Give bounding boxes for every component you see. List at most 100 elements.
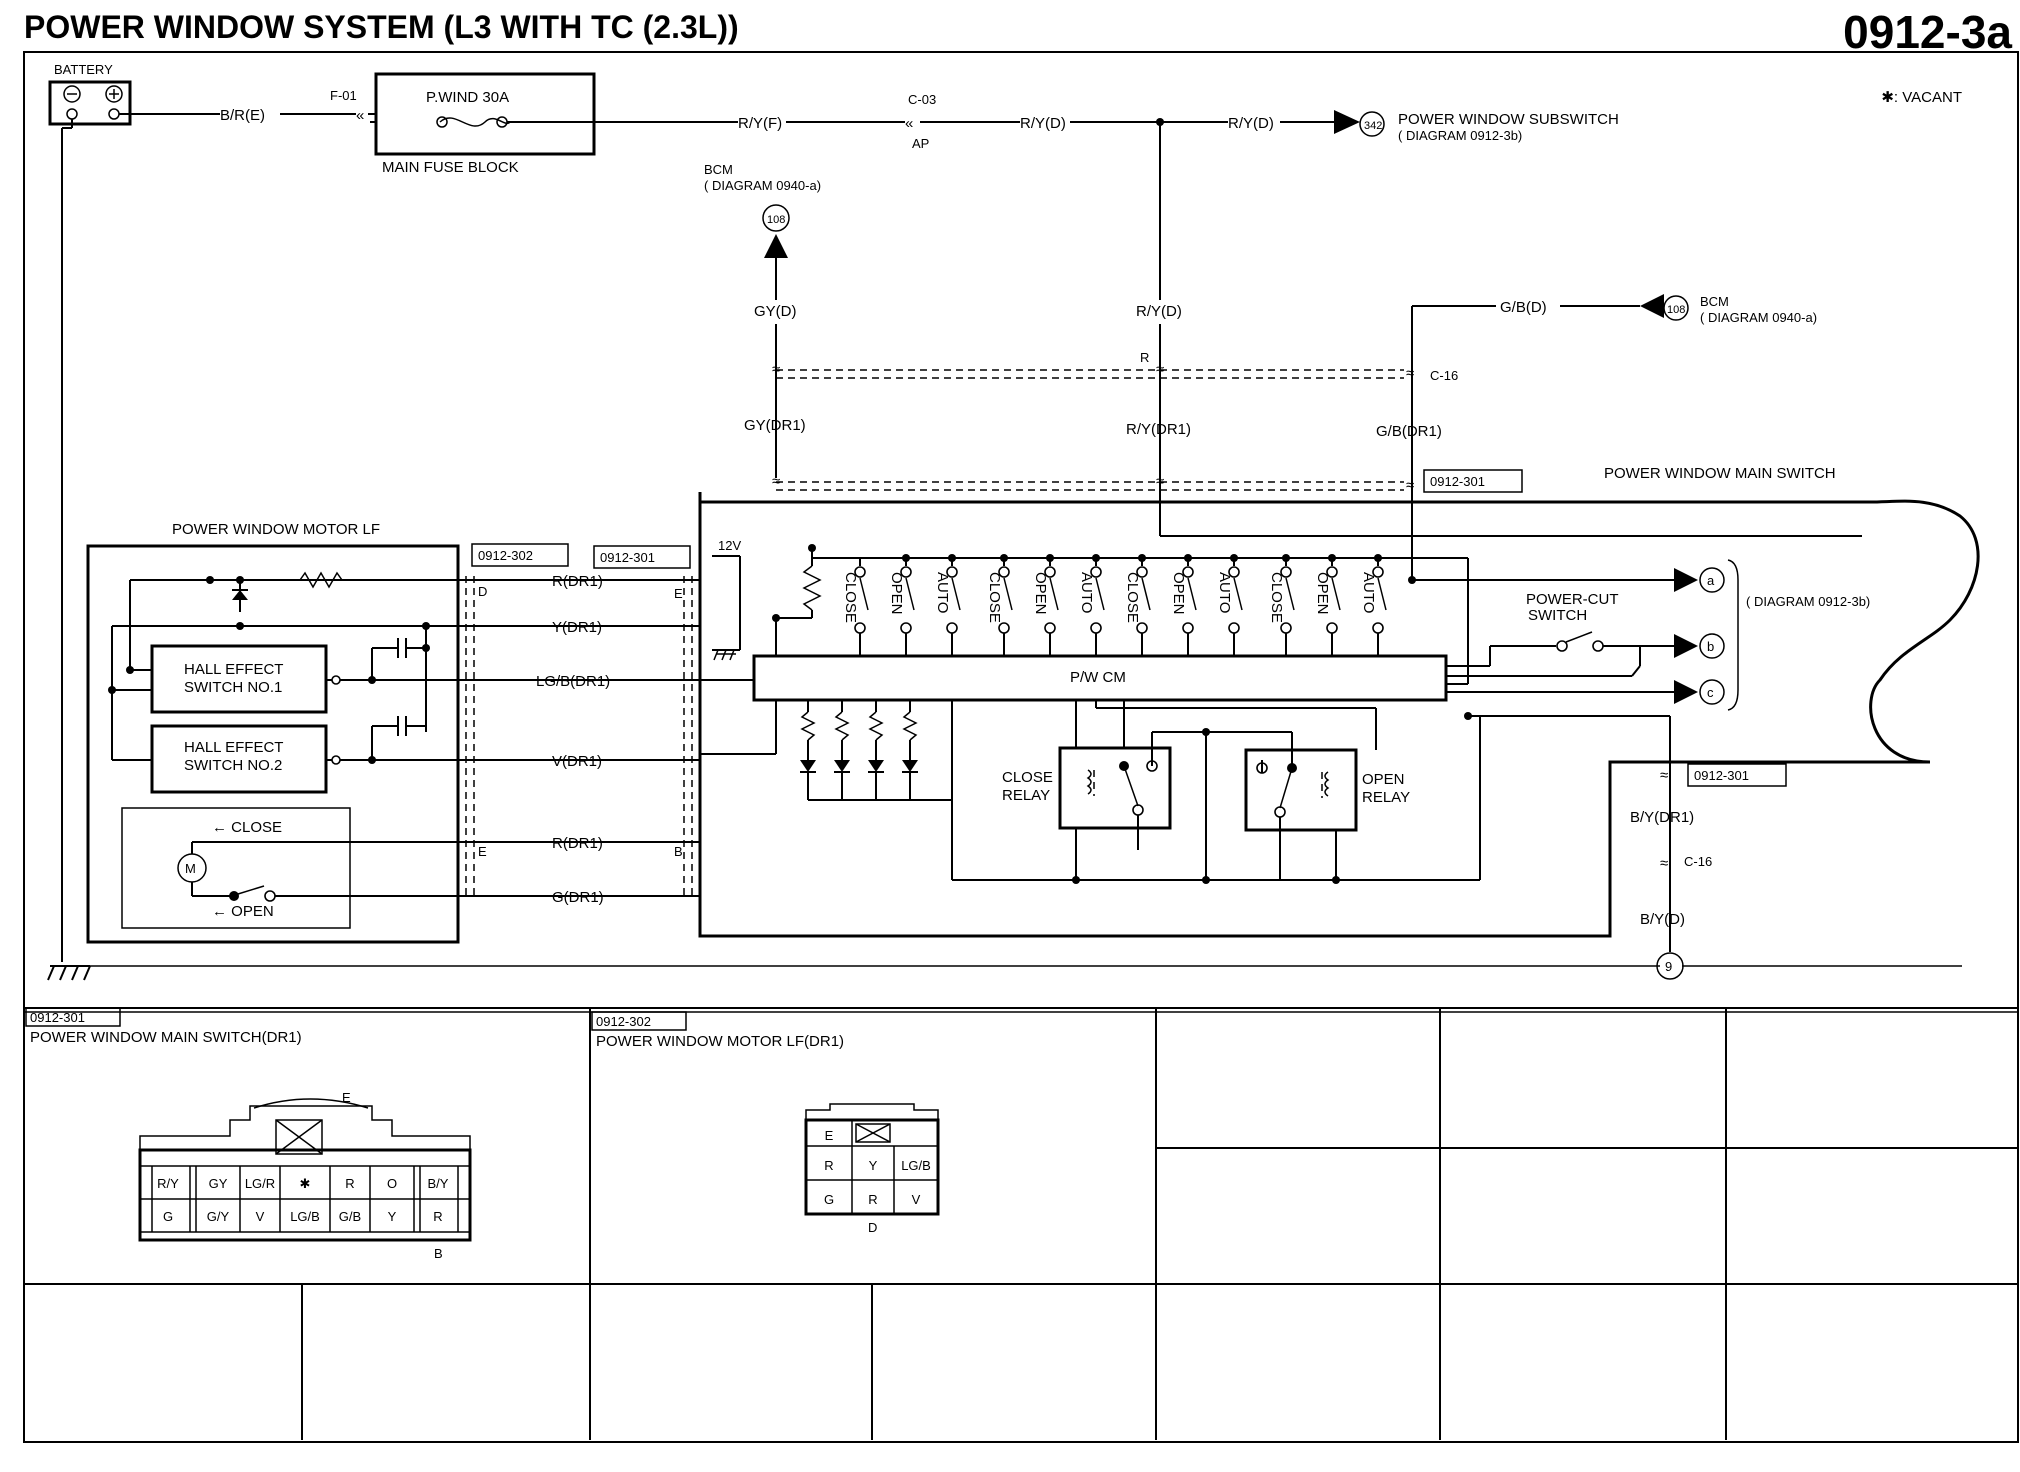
ground-9: 9 — [1665, 959, 1672, 974]
power-window-main-switch — [698, 492, 1980, 938]
connector-ap: AP — [912, 136, 929, 151]
outputs-ref: ( DIAGRAM 0912-3b) — [1746, 594, 1870, 609]
wire-y-dr1: Y(DR1) — [552, 619, 602, 636]
sw-open-4: OPEN — [1314, 572, 1331, 615]
wire-r-y-d-1: R/Y(D) — [1020, 115, 1066, 132]
conn2-pin-1-1: R — [824, 1158, 833, 1173]
svg-text:≈: ≈ — [772, 473, 780, 490]
pin-2-1: G — [163, 1209, 173, 1224]
conn2-pin-2-2: R — [868, 1192, 877, 1207]
connector-0912-301-a: 0912-301 — [1430, 474, 1485, 489]
connector-c03: C-03 — [908, 92, 936, 107]
power-cut-label: POWER-CUT — [1526, 591, 1619, 608]
connector-f01: F-01 — [330, 88, 357, 103]
main-fuse-block-label: MAIN FUSE BLOCK — [382, 159, 519, 176]
wire-b-y-dr1: B/Y(DR1) — [1630, 809, 1694, 826]
switch-set-3: CLOSE OPEN AUTO — [1124, 558, 1243, 656]
conn1-label-e: E — [342, 1090, 351, 1105]
wire-r-dr1-a: R(DR1) — [552, 573, 603, 590]
sw-auto-1: AUTO — [934, 572, 951, 613]
sw-close-3: CLOSE — [1124, 572, 1141, 623]
conn1-label-b: B — [434, 1246, 443, 1261]
motor-unit — [121, 807, 351, 929]
motor-lf-connector — [804, 1103, 940, 1216]
motor-m: M — [185, 861, 196, 876]
subswitch-ref: ( DIAGRAM 0912-3b) — [1398, 128, 1522, 143]
bcm-label-2: BCM — [1700, 294, 1729, 309]
motor-close-label: ← CLOSE — [212, 819, 282, 836]
wire-r-y-d-2: R/Y(D) — [1228, 115, 1274, 132]
hall-1-label-1: HALL EFFECT — [184, 661, 283, 678]
sw-auto-4: AUTO — [1360, 572, 1377, 613]
conn2-label-d: D — [868, 1220, 877, 1235]
arrow-bcm-left — [1640, 294, 1664, 318]
hall-1-label-2: SWITCH NO.1 — [184, 679, 282, 696]
svg-text:≈: ≈ — [772, 361, 780, 378]
close-relay-label-1: CLOSE — [1002, 769, 1053, 786]
wire-gy-d: GY(D) — [754, 303, 797, 320]
pin-2-5: G/B — [339, 1209, 361, 1224]
pw-cm-label: P/W CM — [1070, 669, 1126, 686]
pin-1-2: GY — [209, 1176, 228, 1191]
wire-lg-b-dr1: LG/B(DR1) — [536, 673, 610, 690]
connector-c16-a: C-16 — [1430, 368, 1458, 383]
window-switches: CLOSE OPEN AUTO CLOSE OPEN AUTO CLOSE OP… — [842, 558, 1387, 656]
battery: BATTERY — [48, 62, 132, 126]
close-relay: CLOSE RELAY — [1002, 746, 1172, 830]
svg-text:≈: ≈ — [1406, 477, 1414, 494]
arrow-to-subswitch — [1334, 110, 1360, 134]
panel-1-title: POWER WINDOW MAIN SWITCH(DR1) — [30, 1029, 302, 1046]
switch-set-2: CLOSE OPEN AUTO — [986, 558, 1105, 656]
output-b: b — [1707, 639, 1714, 654]
wire-g-b-dr1: G/B(DR1) — [1376, 423, 1442, 440]
conn2-e: E — [825, 1128, 834, 1143]
ref-342: 342 — [1364, 120, 1382, 132]
supply-12v: 12V — [718, 538, 741, 553]
conn2-pin-2-3: V — [912, 1192, 921, 1207]
sw-open-3: OPEN — [1170, 572, 1187, 615]
pin-1-3: LG/R — [245, 1176, 275, 1191]
wire-gy-dr1: GY(DR1) — [744, 417, 806, 434]
pin-1-4: ✱ — [300, 1176, 311, 1191]
connector-r: R — [1140, 350, 1149, 365]
panel-1-code: 0912-301 — [30, 1010, 85, 1025]
bcm-ref-1: ( DIAGRAM 0940-a) — [704, 178, 821, 193]
pin-2-3: V — [256, 1209, 265, 1224]
sw-auto-3: AUTO — [1216, 572, 1233, 613]
motor-lf-label: POWER WINDOW MOTOR LF — [172, 521, 380, 538]
battery-label: BATTERY — [54, 62, 113, 77]
output-c: c — [1707, 685, 1714, 700]
main-switch-connector — [138, 1098, 472, 1242]
svg-text:≈: ≈ — [1406, 365, 1414, 382]
pw-cm-module — [752, 654, 1448, 702]
pin-2-4: LG/B — [290, 1209, 320, 1224]
wire-g-dr1: G(DR1) — [552, 889, 604, 906]
wire-b-r-e: B/R(E) — [220, 107, 265, 124]
panel-2-code: 0912-302 — [596, 1014, 651, 1029]
output-a: a — [1707, 573, 1715, 588]
svg-text:≈: ≈ — [1660, 767, 1668, 784]
open-relay-label-1: OPEN — [1362, 771, 1405, 788]
diagram-frame — [23, 51, 2019, 1443]
svg-text:«: « — [356, 107, 364, 124]
wire-g-b-d: G/B(D) — [1500, 299, 1547, 316]
pin-1-1: R/Y — [157, 1176, 179, 1191]
pin-2-7: R — [433, 1209, 442, 1224]
bcm-ref-2: ( DIAGRAM 0940-a) — [1700, 310, 1817, 325]
wire-r-y-dr1: R/Y(DR1) — [1126, 421, 1191, 438]
ref-108-b: 108 — [1667, 304, 1685, 316]
indicator-leds — [800, 700, 953, 801]
sw-close-2: CLOSE — [986, 572, 1003, 623]
hall-2-label-2: SWITCH NO.2 — [184, 757, 282, 774]
pin-2-6: Y — [388, 1209, 397, 1224]
power-window-motor-lf — [86, 544, 460, 944]
power-cut-switch-label: SWITCH — [1528, 607, 1587, 624]
ground-symbol — [47, 965, 91, 981]
pin-e-1: E — [674, 586, 683, 601]
close-relay-label-2: RELAY — [1002, 787, 1050, 804]
sw-close-4: CLOSE — [1268, 572, 1285, 623]
main-switch-label: POWER WINDOW MAIN SWITCH — [1604, 465, 1836, 482]
vacant-note: ✱: VACANT — [1881, 89, 1962, 106]
open-relay-label-2: RELAY — [1362, 789, 1410, 806]
main-fuse-block: P.WIND 30A MAIN FUSE BLOCK — [374, 72, 596, 176]
